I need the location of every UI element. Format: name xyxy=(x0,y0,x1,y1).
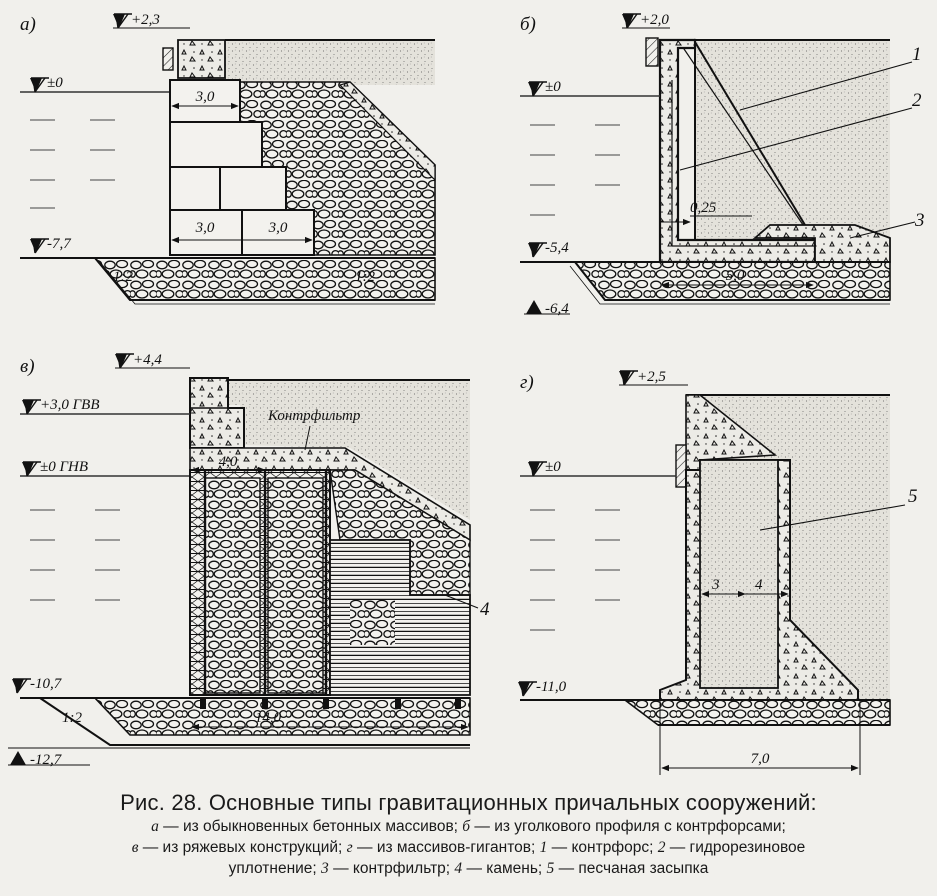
panel-v-filter-label: Контрфильтр xyxy=(267,408,361,424)
panel-a-label: а) xyxy=(20,14,36,35)
figure-caption: Рис. 28. Основные типы гравитационных пр… xyxy=(0,790,937,879)
caption-key-2: 2 xyxy=(657,839,666,856)
panel-a: а) 3,0 3,0 3,0 xyxy=(20,12,436,305)
panel-g-fender xyxy=(675,444,687,488)
caption-key-g: г xyxy=(346,839,353,856)
panel-b-elev-top: +2,0 xyxy=(640,12,669,28)
panel-v-label: в) xyxy=(20,356,35,377)
caption-key-v: в xyxy=(131,839,139,856)
panel-b-callout-2: 2 xyxy=(912,90,922,111)
panel-g-elev-water: ±0 xyxy=(545,459,561,475)
caption-text-g: — из массивов-гигантов; xyxy=(352,839,540,856)
caption-text-v: — из ряжевых конструкций; xyxy=(138,839,347,856)
panel-v-elev-lw: ±0 ГНВ xyxy=(40,459,88,475)
panel-a-dim-top: 3,0 xyxy=(195,89,215,105)
caption-line-1: а — из обыкновенных бетонных массивов; б… xyxy=(0,816,937,837)
panel-a-dim-bottom-right: 3,0 xyxy=(268,220,288,236)
caption-text-5: — песчаная засыпка xyxy=(554,860,709,877)
caption-text-3-start: уплотнение; xyxy=(228,860,322,877)
panel-v-elev-hw: +3,0 ГВВ xyxy=(40,397,99,413)
panel-b-fender xyxy=(645,37,659,67)
panel-v-log-ranks xyxy=(329,539,471,696)
panel-v-callout-4: 4 xyxy=(480,599,490,620)
panel-g-dim-base: 7,0 xyxy=(751,751,770,767)
panel-a-backfill xyxy=(225,40,435,85)
panel-a-elev-bottom: -7,7 xyxy=(47,236,72,252)
panel-b-dim-base: 5,0 xyxy=(726,268,745,284)
panel-v-dim-base: 14,0 xyxy=(255,710,282,726)
caption-key-5: 5 xyxy=(546,860,555,877)
panel-a-elev-top: +2,3 xyxy=(131,12,160,28)
panel-a-dim-bottom-left: 3,0 xyxy=(195,220,215,236)
panel-a-blocks xyxy=(169,79,315,256)
panel-v-elev-top: +4,4 xyxy=(133,352,162,368)
panel-b-callout-3: 3 xyxy=(914,210,925,231)
panel-a-slope-right: 1:2 xyxy=(355,269,375,285)
caption-text-2: — гидрорезиновое xyxy=(665,839,806,856)
caption-text-1: — контрфорс; xyxy=(547,839,658,856)
panel-g-elev-bottom: -11,0 xyxy=(536,679,567,695)
panel-b-elev-bottom: -5,4 xyxy=(545,240,569,256)
caption-text-a: — из обыкновенных бетонных массивов; xyxy=(158,818,463,835)
panel-g-label: г) xyxy=(520,372,534,393)
panel-b-elev-base: -6,4 xyxy=(545,301,569,317)
panel-v-elev-bottom: -10,7 xyxy=(30,676,63,692)
caption-text-b: — из уголкового профиля с контрфорсами; xyxy=(470,818,786,835)
panel-v-backfill xyxy=(190,380,470,520)
caption-title: Рис. 28. Основные типы гравитационных пр… xyxy=(120,790,817,815)
panel-v: в) 1:2 xyxy=(8,352,490,768)
caption-key-3: 3 xyxy=(321,860,329,877)
panel-a-crown xyxy=(177,39,226,79)
caption-line-3: уплотнение; 3 — контрфильтр; 4 — камень;… xyxy=(0,858,937,879)
panel-v-stone-bed xyxy=(93,697,471,736)
panel-b-filter xyxy=(752,224,891,263)
panel-b-dim-wall: 0,25 xyxy=(690,200,717,216)
caption-key-4: 4 xyxy=(454,860,463,877)
caption-key-1: 1 xyxy=(539,839,548,856)
panel-v-elev-base: -12,7 xyxy=(30,752,63,768)
panel-g-elev-top: +2,5 xyxy=(637,369,666,385)
panel-a-slope-left: 1:2 xyxy=(113,269,133,285)
caption-key-a: а xyxy=(151,818,159,835)
panel-g-stone-bed xyxy=(622,699,891,726)
panel-b: б) 0,25 5,0 1 2 3 xyxy=(520,12,925,317)
caption-line-2: в — из ряжевых конструкций; г — из масси… xyxy=(0,837,937,858)
panel-g-dim-right: 4 xyxy=(755,577,763,593)
panel-b-label: б) xyxy=(520,14,536,35)
panel-g-dim-left: 3 xyxy=(711,577,720,593)
caption-key-b: б xyxy=(462,818,471,835)
panel-b-callout-1: 1 xyxy=(912,44,922,65)
caption-text-3: — контрфильтр; xyxy=(328,860,455,877)
panel-a-stone-bed xyxy=(93,257,436,301)
panel-g-callout-5: 5 xyxy=(908,486,918,507)
panel-a-fender xyxy=(162,47,174,71)
panel-b-elev-water: ±0 xyxy=(545,79,561,95)
caption-text-4: — камень; xyxy=(462,860,547,877)
panel-g-sand-core xyxy=(699,459,779,689)
panel-v-dim-top: 4,0 xyxy=(219,454,238,470)
panel-v-base-marker-icon xyxy=(10,751,26,765)
panel-a-elev-water: ±0 xyxy=(47,75,63,91)
panel-b-base-marker-icon xyxy=(526,300,542,314)
panel-g: г) 3 4 7,0 5 +2,5 ±0 xyxy=(517,369,918,775)
figure-drawings: а) 3,0 3,0 3,0 xyxy=(8,12,925,775)
panel-v-slope: 1:2 xyxy=(62,710,82,726)
